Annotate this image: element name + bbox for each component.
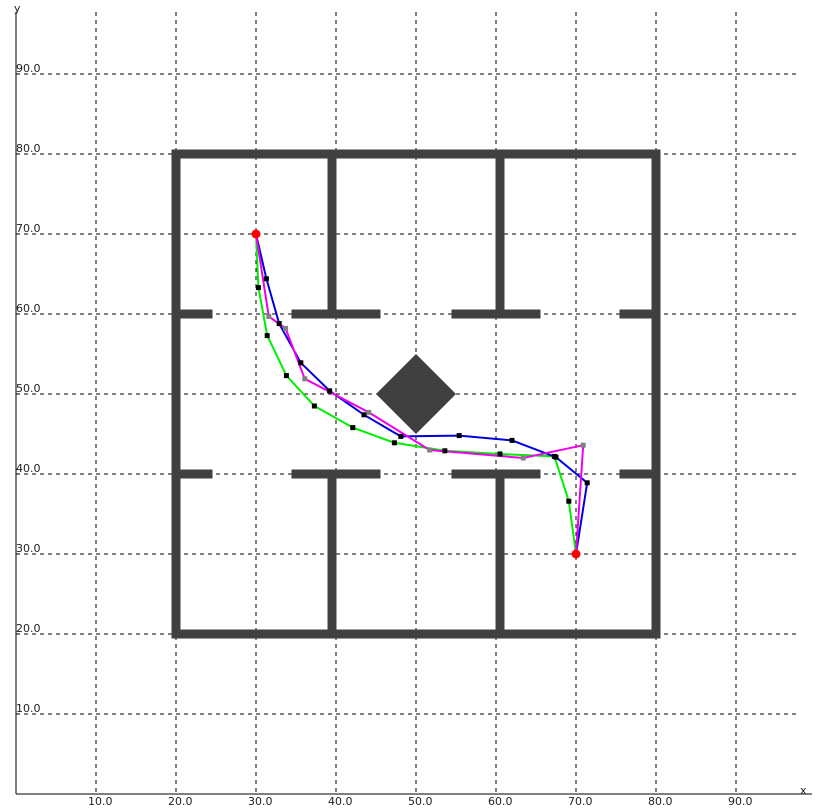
path-node-2 — [456, 433, 462, 439]
path-node-3 — [366, 409, 372, 415]
endpoints — [251, 229, 581, 559]
path-node-1 — [255, 285, 261, 291]
x-tick-label: 80.0 — [648, 795, 673, 808]
tick-labels: 10.0 20.0 30.0 40.0 50.0 60.0 70.0 80.0 90.0 10.0… — [16, 62, 753, 808]
y-tick-label: 10.0 — [16, 702, 41, 715]
path-node-2 — [361, 412, 367, 418]
x-tick-label: 40.0 — [328, 795, 353, 808]
path-node-1 — [264, 333, 270, 339]
path-line-1 — [255, 233, 577, 555]
x-tick-label: 70.0 — [568, 795, 593, 808]
path-line-2 — [255, 233, 589, 555]
path-node-3 — [302, 376, 308, 382]
y-axis-label: y — [14, 2, 21, 15]
x-tick-label: 30.0 — [248, 795, 273, 808]
walls — [171, 149, 661, 639]
path-node-2 — [553, 454, 559, 460]
path-node-2 — [276, 321, 282, 327]
path-node-2 — [398, 433, 404, 439]
path-node-3 — [427, 447, 433, 453]
x-axis-label: x — [800, 784, 807, 797]
grid-lines — [16, 12, 796, 794]
path-node-1 — [311, 403, 317, 409]
x-tick-label: 50.0 — [408, 795, 433, 808]
path-node-3 — [266, 313, 272, 319]
goal-point — [571, 549, 581, 559]
x-tick-label: 20.0 — [168, 795, 193, 808]
y-tick-label: 20.0 — [16, 622, 41, 635]
y-tick-label: 90.0 — [16, 62, 41, 75]
path-node-2 — [298, 360, 304, 366]
y-tick-label: 60.0 — [16, 302, 41, 315]
x-tick-label: 90.0 — [728, 795, 753, 808]
path-node-3 — [520, 455, 526, 461]
y-tick-label: 80.0 — [16, 142, 41, 155]
path-node-3 — [283, 325, 289, 331]
y-tick-label: 30.0 — [16, 542, 41, 555]
axes: x y — [14, 2, 812, 797]
x-tick-label: 10.0 — [88, 795, 113, 808]
diamond-obstacle — [376, 354, 456, 434]
path-node-1 — [566, 498, 572, 504]
path-node-1 — [442, 448, 448, 454]
path-node-2 — [509, 437, 515, 443]
path-node-1 — [350, 425, 356, 431]
path-node-1 — [391, 440, 397, 446]
path-node-2 — [327, 388, 333, 394]
start-point — [251, 229, 261, 239]
path-node-3 — [580, 442, 586, 448]
path-node-1 — [497, 451, 503, 457]
paths — [255, 233, 590, 555]
path-node-1 — [283, 373, 289, 379]
y-tick-label: 40.0 — [16, 462, 41, 475]
path-node-2 — [584, 480, 590, 486]
y-tick-label: 50.0 — [16, 382, 41, 395]
y-tick-label: 70.0 — [16, 222, 41, 235]
obstacle — [376, 354, 456, 434]
x-tick-label: 60.0 — [488, 795, 513, 808]
path-node-2 — [263, 276, 269, 282]
